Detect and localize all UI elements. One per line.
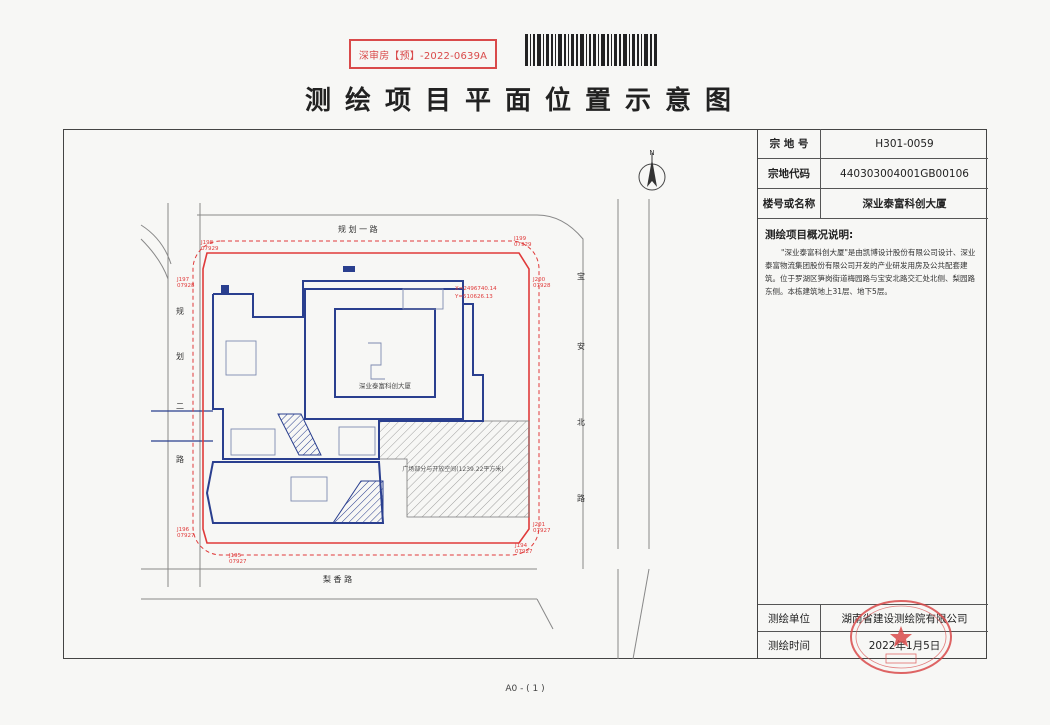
site-boundary [202, 252, 530, 544]
road-right-char-4: 路 [577, 493, 585, 503]
building-name-label: 深业泰富科创大厦 [359, 381, 412, 390]
road-left-char-4: 路 [176, 454, 184, 464]
page-number: A0 - ( 1 ) [505, 684, 545, 694]
building-name-row-label: 楼号或名称 [758, 189, 821, 218]
point-id-J199: J199 [513, 236, 527, 242]
project-description: 测绘项目概况说明: "深业泰富科创大厦"是由凯博设计股份有限公司设计、深业泰富物… [758, 219, 988, 605]
survey-time-row: 测绘时间 2022年1月5日 [758, 632, 988, 659]
point-id-J198: J198 [200, 240, 214, 246]
description-body: "深业泰富科创大厦"是由凯博设计股份有限公司设计、深业泰富物流集团股份有限公司开… [765, 248, 976, 296]
parcel-number-label: 宗 地 号 [758, 129, 821, 158]
road-left-char-3: 二 [176, 402, 184, 411]
coordinate-y: Y=510626.13 [454, 294, 493, 300]
survey-unit-label: 测绘单位 [758, 605, 821, 631]
parcel-number-value: H301-0059 [875, 137, 934, 150]
road-right-char-1: 宝 [577, 271, 585, 281]
point-code-J201: 07927 [533, 528, 551, 534]
point-code-J200: 07928 [533, 283, 551, 289]
road-label-bottom: 梨 香 路 [323, 574, 352, 584]
parcel-code-row: 宗地代码 440303004001GB00106 [758, 159, 988, 189]
point-id-J197: J197 [176, 277, 190, 283]
drawing-frame [63, 129, 987, 659]
stamp-text: 深审房【预】-2022-0639A [358, 50, 488, 62]
building-outline [212, 280, 484, 460]
road-lines [140, 199, 650, 659]
parcel-code-label: 宗地代码 [758, 159, 821, 188]
point-id-J194: J194 [514, 543, 528, 549]
site-plan-drawing: N 规 划 一 路 梨 香 路 规 划 二 路 宝 安 北 路 深业泰富科创大厦… [140, 149, 666, 659]
point-id-J200: J200 [532, 277, 546, 283]
survey-time-label: 测绘时间 [758, 632, 821, 659]
road-right-char-3: 北 [577, 418, 585, 427]
road-left-char-2: 划 [176, 351, 184, 361]
point-id-J201: J201 [532, 522, 545, 528]
point-id-J195: J195 [228, 553, 242, 559]
official-seal-stamp [850, 600, 952, 674]
point-code-J199: 07929 [514, 242, 532, 248]
point-code-J197: 07928 [177, 283, 195, 289]
survey-unit-value: 湖南省建设测绘院有限公司 [841, 612, 968, 625]
parcel-code-value: 440303004001GB00106 [840, 167, 969, 180]
north-arrow-icon [638, 153, 666, 191]
document-number-stamp: 深审房【预】-2022-0639A [349, 39, 497, 69]
survey-time-value: 2022年1月5日 [868, 640, 941, 652]
description-title: 测绘项目概况说明: [765, 229, 854, 241]
page-title: 测绘项目平面位置示意图 [304, 86, 745, 116]
coordinate-x: X=2496740.14 [455, 286, 497, 292]
point-id-J196: J196 [176, 527, 190, 533]
point-code-J198: 07929 [201, 246, 219, 252]
north-label: N [649, 149, 654, 157]
parcel-number-row: 宗 地 号 H301-0059 [758, 129, 988, 159]
survey-unit-row: 测绘单位 湖南省建设测绘院有限公司 [758, 605, 988, 632]
road-right-char-2: 安 [577, 341, 585, 351]
lower-podium [205, 461, 385, 524]
point-code-J196: 07927 [177, 533, 195, 539]
road-left-char-1: 规 [176, 306, 184, 316]
building-name-row: 楼号或名称 深业泰富科创大厦 [758, 189, 988, 219]
point-code-J194: 07927 [515, 549, 533, 555]
hatched-area-label: 广场部分与开放空间(1239.22平方米) [402, 465, 504, 473]
barcode-image [523, 33, 661, 67]
info-panel: 宗 地 号 H301-0059 宗地代码 440303004001GB00106… [757, 129, 988, 659]
building-name-row-value: 深业泰富科创大厦 [862, 198, 947, 210]
point-code-J195: 07927 [229, 559, 247, 565]
road-label-top: 规 划 一 路 [338, 224, 378, 234]
